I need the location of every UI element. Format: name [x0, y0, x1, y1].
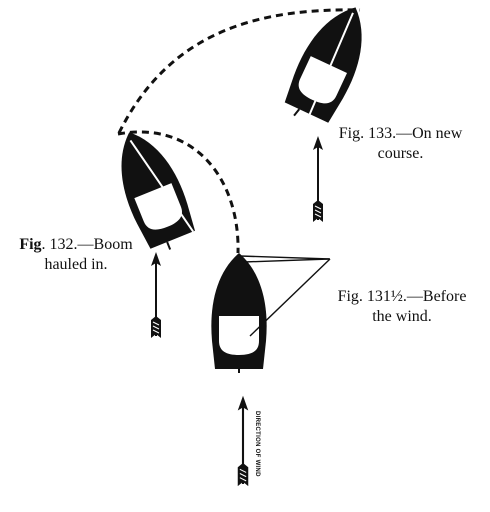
caption-fig132-line2: hauled in. — [44, 256, 108, 273]
boat-fig133 — [281, 0, 381, 126]
caption-fig131-line1: Fig. 131½.—Before — [337, 288, 467, 305]
wind-direction-arrow — [236, 394, 250, 488]
boat-fig132 — [103, 121, 199, 251]
course-path — [117, 8, 361, 254]
caption-fig132-line1: . 132.—Boom — [41, 236, 133, 253]
boat-fig131 — [211, 253, 267, 373]
wind-direction-label: DIRECTION OF WIND — [254, 411, 260, 477]
wind-arrow-fig132 — [150, 251, 162, 339]
caption-fig132-prefix: Fig — [19, 236, 42, 253]
caption-fig133-line2: course. — [377, 145, 424, 162]
caption-fig132: Fig. 132.—Boom hauled in. — [2, 235, 150, 275]
caption-fig133-line1: . 133.—On new — [360, 125, 463, 142]
caption-fig133: Fig. 133.—On new course. — [318, 124, 483, 164]
caption-fig133-prefix: Fig — [338, 125, 361, 142]
boom-lines-fig131 — [239, 255, 331, 337]
caption-fig131-line2: the wind. — [372, 308, 432, 325]
caption-fig131: Fig. 131½.—Before the wind. — [322, 287, 482, 327]
